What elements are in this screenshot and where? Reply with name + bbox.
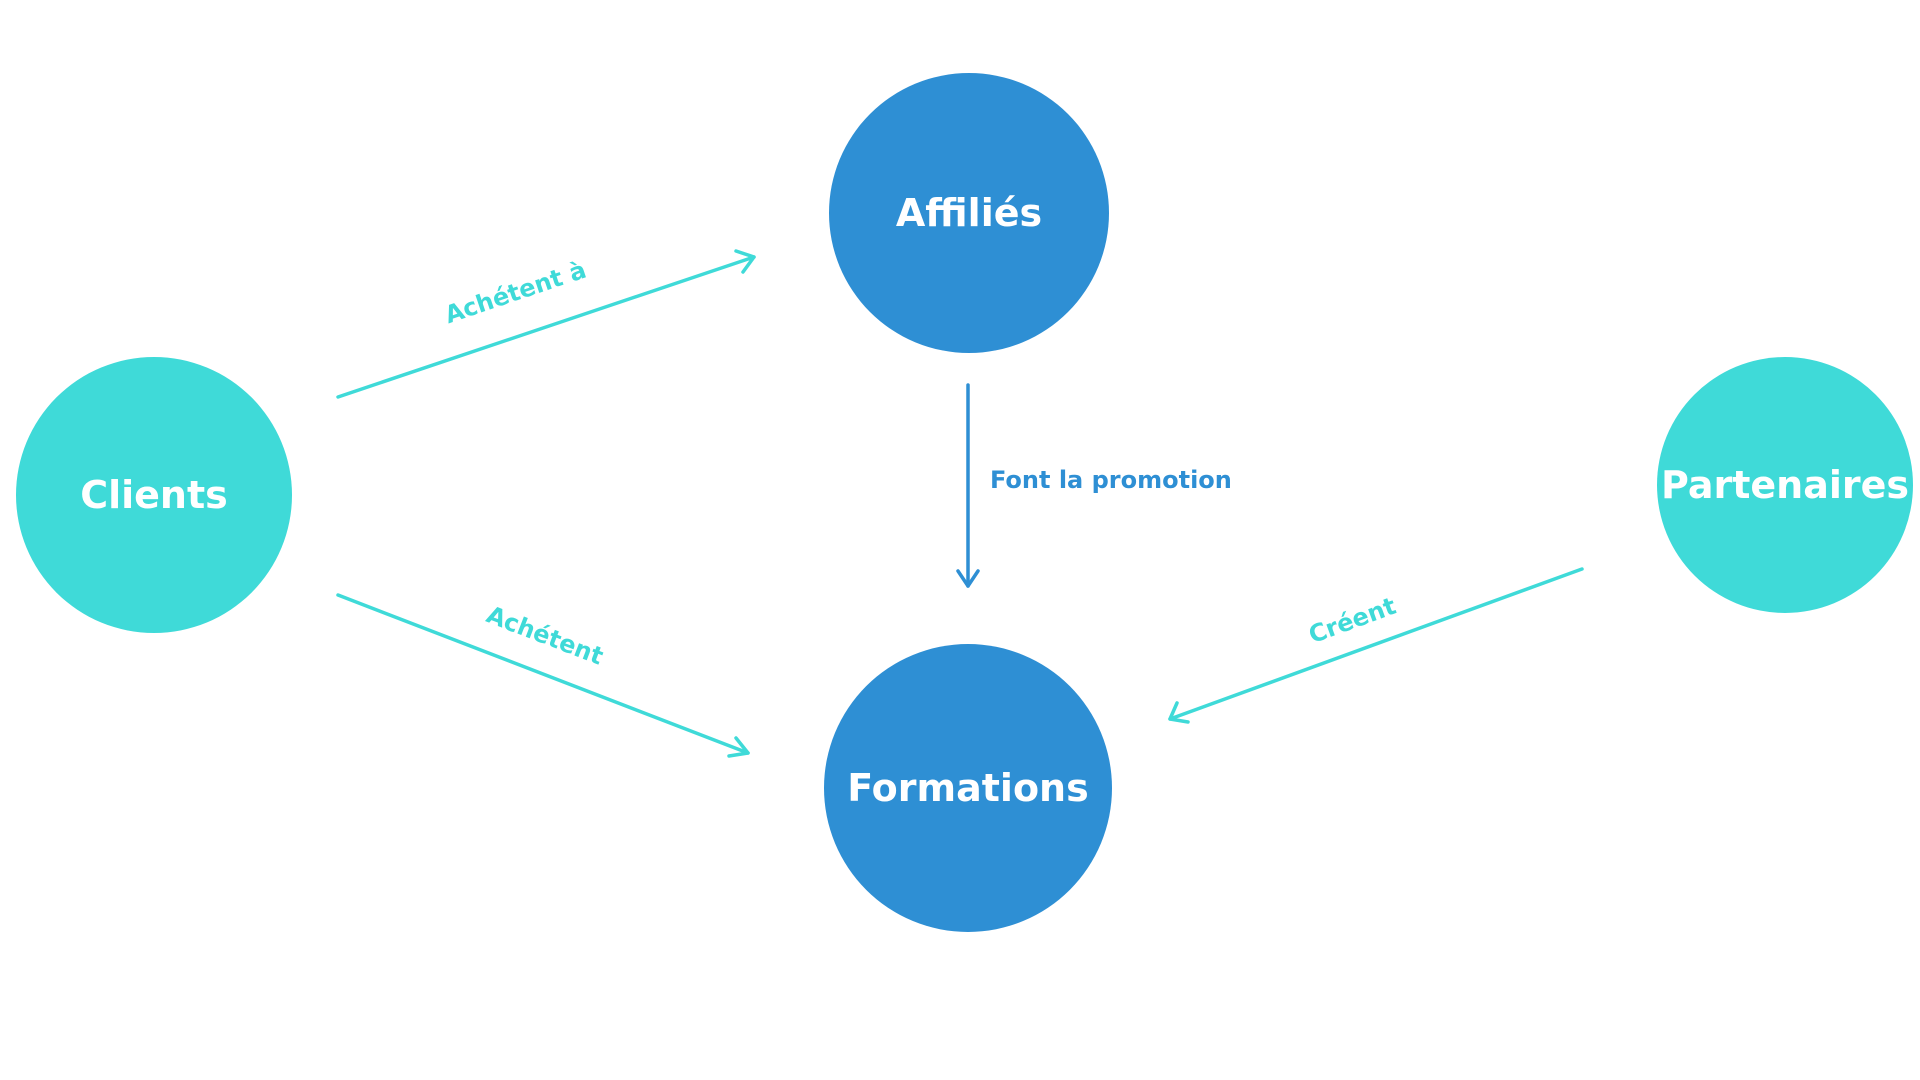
edge-line [336,593,750,755]
edge-clients-affilies: Achétent à [336,249,756,399]
node-clients: Clients [16,357,292,633]
edge-label-achetent: Achétent [483,601,607,671]
node-formations: Formations [824,644,1112,932]
arrowhead-icon [1168,701,1190,724]
edge-clients-formations: Achétent [336,593,750,758]
edge-affilies-formations: Font la promotion [956,383,1232,588]
node-affilies: Affiliés [829,73,1109,353]
edge-line [1168,567,1584,721]
node-label-partenaires: Partenaires [1660,463,1909,507]
edge-partenaires-formations: Créent [1168,567,1584,724]
node-label-clients: Clients [80,473,228,517]
node-label-formations: Formations [847,766,1089,810]
arrowhead-icon [727,736,750,758]
edge-label-font-la-promotion: Font la promotion [990,466,1232,494]
node-label-affilies: Affiliés [895,191,1043,235]
edge-line [336,255,756,399]
node-partenaires: Partenaires [1657,357,1913,613]
arrowhead-icon [734,249,756,274]
arrowhead-icon [956,569,980,588]
